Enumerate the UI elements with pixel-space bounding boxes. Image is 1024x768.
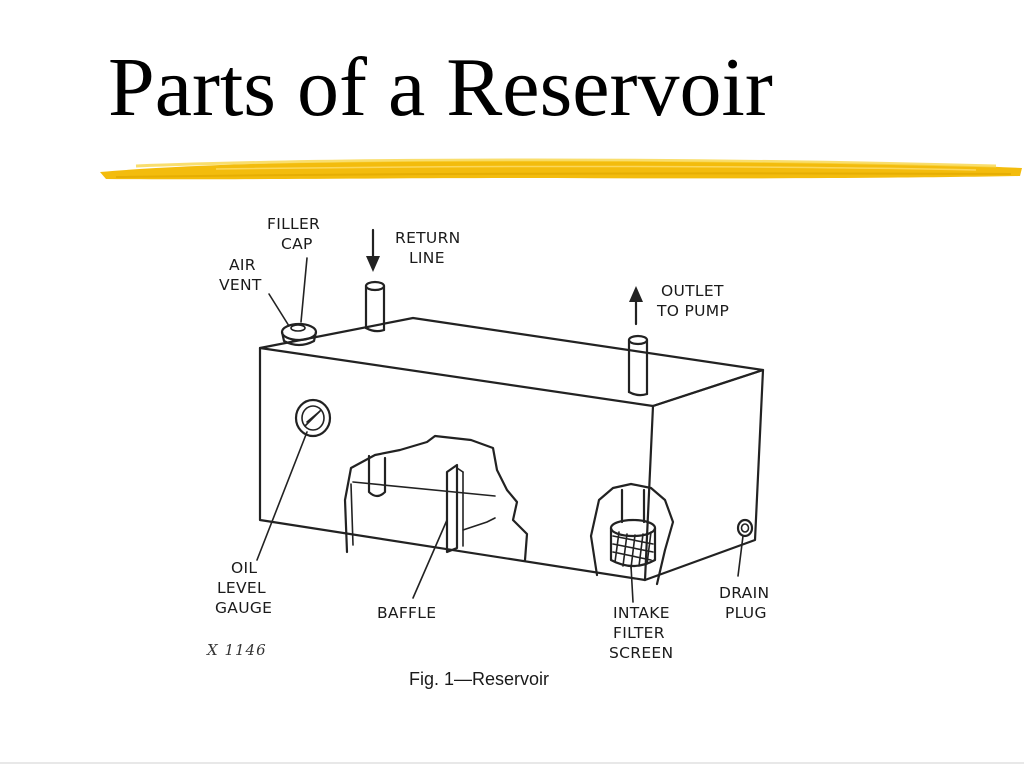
label-intake-3: SCREEN: [609, 644, 673, 662]
label-oil-level-gauge-1: OIL: [231, 559, 257, 577]
label-return-line-1: RETURN: [395, 229, 461, 247]
return-arrow-icon: [366, 228, 380, 272]
label-filler-cap-2: CAP: [281, 235, 313, 253]
label-oil-level-gauge-2: LEVEL: [217, 579, 266, 597]
return-line-pipe-icon: [364, 280, 386, 333]
footer-rule: [0, 762, 1024, 764]
label-air-vent-1: AIR: [229, 256, 256, 274]
label-drain-plug-1: DRAIN: [719, 584, 769, 602]
oil-level-gauge-icon: [294, 398, 332, 438]
label-air-vent-2: VENT: [219, 276, 262, 294]
label-return-line-2: LINE: [409, 249, 445, 267]
leader-lines: [256, 257, 744, 603]
figure-caption: Fig. 1—Reservoir: [409, 669, 549, 689]
drain-plug-icon: [736, 518, 754, 538]
outlet-arrow-icon: [629, 286, 643, 326]
slide-title: Parts of a Reservoir: [108, 41, 773, 134]
intake-filter-screen-icon: [589, 482, 675, 586]
cutaway-view: [343, 434, 529, 562]
filler-cap-icon: [280, 322, 318, 347]
label-intake-2: FILTER: [613, 624, 665, 642]
label-intake-1: INTAKE: [613, 604, 670, 622]
outlet-pipe-icon: [627, 334, 649, 397]
label-baffle: BAFFLE: [377, 604, 436, 622]
figure-code: X 1146: [206, 641, 267, 659]
label-filler-cap-1: FILLER: [267, 215, 320, 233]
reservoir-diagram: FILLER CAP AIR VENT RETURN LINE OUTLET T…: [206, 215, 769, 689]
label-drain-plug-2: PLUG: [725, 604, 767, 622]
label-oil-level-gauge-3: GAUGE: [215, 599, 272, 617]
label-outlet-1: OUTLET: [661, 282, 724, 300]
reservoir-tank: [258, 316, 765, 582]
highlighter-underline: [100, 158, 1022, 180]
label-outlet-2: TO PUMP: [656, 302, 729, 320]
